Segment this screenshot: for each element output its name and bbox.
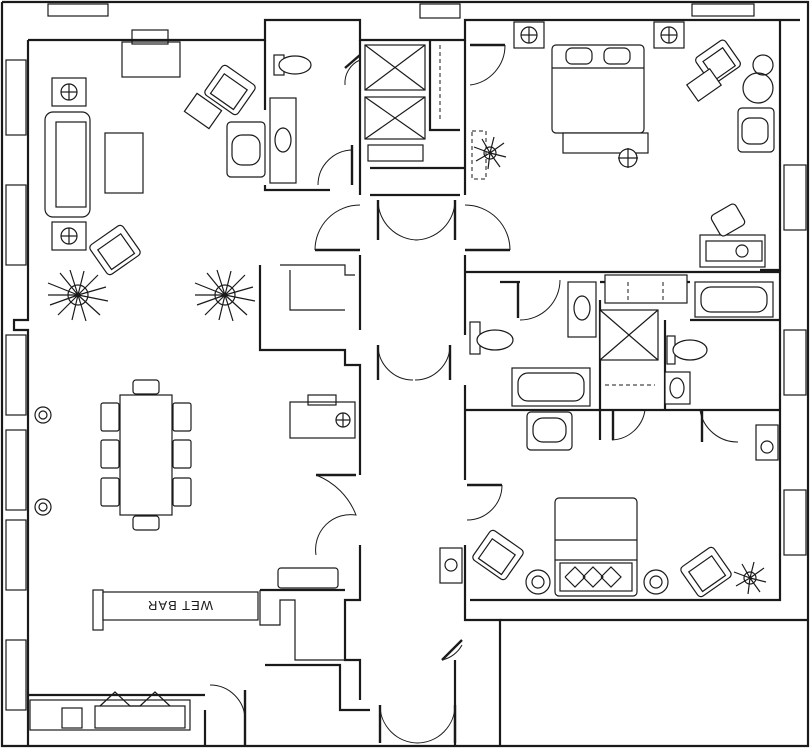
plant-icon [471, 130, 507, 180]
wall-lamp-icon [755, 424, 779, 461]
wall-lamp-icon [439, 547, 463, 584]
bedroom-1 [471, 21, 775, 268]
armchair-icon [680, 546, 732, 598]
bathtub-icon [694, 281, 774, 318]
toilet-icon [273, 54, 312, 76]
wall-lamp-icon [34, 406, 52, 516]
nightstand-lamp-icon [525, 569, 669, 595]
wet-bar: WET BAR [92, 589, 259, 631]
armchair-icon [472, 529, 524, 581]
powder-room [269, 40, 460, 184]
bedroom-2 [439, 411, 779, 598]
armchair-icon [204, 64, 256, 116]
chair-icon [710, 203, 746, 237]
plant-icon [733, 561, 767, 595]
sofa [44, 111, 91, 218]
sink-icon [269, 97, 297, 184]
interior-walls [28, 40, 808, 745]
nightstand-lamp-icon [653, 21, 685, 49]
wet-bar-label: WET BAR [147, 598, 213, 613]
living-dining-area: WET BAR [29, 29, 266, 731]
armchair-icon [226, 121, 266, 178]
lamp-table-icon [51, 77, 87, 107]
lamp-table-icon [51, 221, 87, 251]
floor-lamp-icon [618, 148, 638, 168]
desk-area [277, 394, 356, 589]
bed [554, 497, 638, 597]
corridor-doors [209, 43, 511, 745]
armchair-icon [526, 411, 573, 451]
fireplace [121, 41, 181, 78]
plant-icon [194, 269, 256, 322]
dining-table [119, 394, 173, 516]
plant-icon [47, 269, 109, 322]
toilet-icon [469, 321, 514, 355]
bathtub-icon [511, 367, 591, 407]
desk-icon [699, 234, 766, 268]
toilet-icon [666, 335, 708, 365]
coffee-table [104, 132, 144, 194]
armchair-icon [89, 224, 141, 276]
nightstand-lamp-icon [513, 21, 545, 49]
bathrooms [469, 274, 774, 443]
armchair-icon [737, 107, 775, 153]
